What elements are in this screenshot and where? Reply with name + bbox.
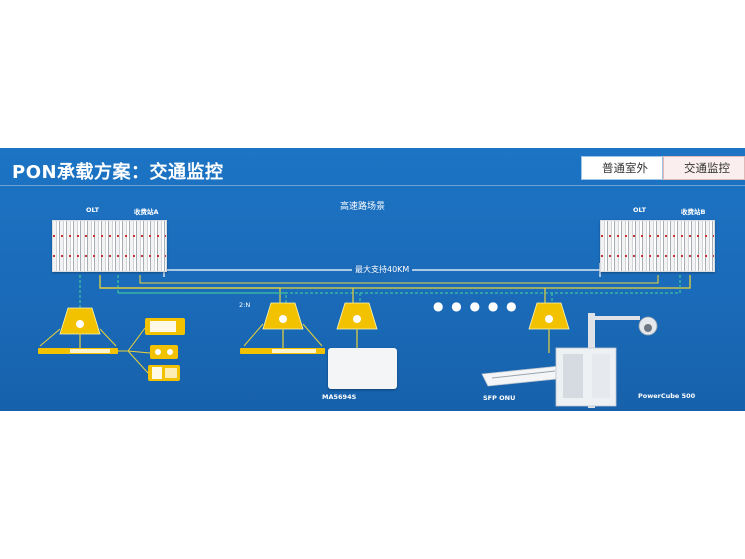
drop-splitter-2 (100, 287, 281, 303)
onu-bar-middle (240, 348, 325, 354)
split-ratio-label: 2:N (239, 301, 251, 309)
splitter-icon-4 (528, 302, 570, 330)
powercube-pole-icon (555, 313, 640, 408)
splitter-icon-3 (336, 302, 378, 330)
olt-left-station-label: 收费站A (134, 208, 159, 216)
slide-panel: PON承载方案：交通监控 普通室外 交通监控 高速路场景 (0, 148, 745, 411)
olt-left-chassis (52, 220, 167, 272)
fiber-yellow-inner (139, 275, 659, 284)
fiber-yellow-ring (99, 275, 691, 289)
network-diagram (38, 263, 691, 408)
ma5694s-label: MA5694S (322, 393, 357, 401)
tab-bar: 普通室外 交通监控 (581, 156, 745, 180)
keypad-terminal-icon (148, 365, 180, 381)
splitter-icon-2 (262, 302, 304, 330)
olt-right-station-label: 收费站B (681, 208, 706, 216)
sfp-onu-icon (481, 365, 567, 387)
onu-bar-left (38, 348, 118, 354)
scene-label: 高速路场景 (340, 202, 386, 212)
title-divider (0, 185, 745, 186)
splitter-icon-1 (59, 307, 101, 335)
phone-terminal-icon (150, 345, 178, 359)
camera-terminal-icon (145, 318, 185, 335)
distance-label: 最大支持40KM (352, 264, 413, 275)
drop-splitter-2b (118, 292, 287, 303)
dome-camera-icon (638, 316, 658, 336)
tab-ordinary-outdoor[interactable]: 普通室外 (581, 156, 663, 180)
olt-right-chassis (600, 220, 715, 272)
powercube-label: PowerCube 500 (638, 392, 696, 400)
ma5694s-device (328, 348, 397, 389)
page-title: PON承载方案：交通监控 (12, 162, 224, 183)
fiber-green-ring (117, 275, 681, 294)
sfp-onu-label: SFP ONU (483, 394, 516, 402)
olt-left-label: OLT (86, 206, 100, 214)
tab-traffic-monitoring[interactable]: 交通监控 (663, 156, 745, 180)
olt-right-label: OLT (633, 206, 647, 214)
more-splitters-ellipsis: ● ● ● ● ● (433, 299, 519, 313)
